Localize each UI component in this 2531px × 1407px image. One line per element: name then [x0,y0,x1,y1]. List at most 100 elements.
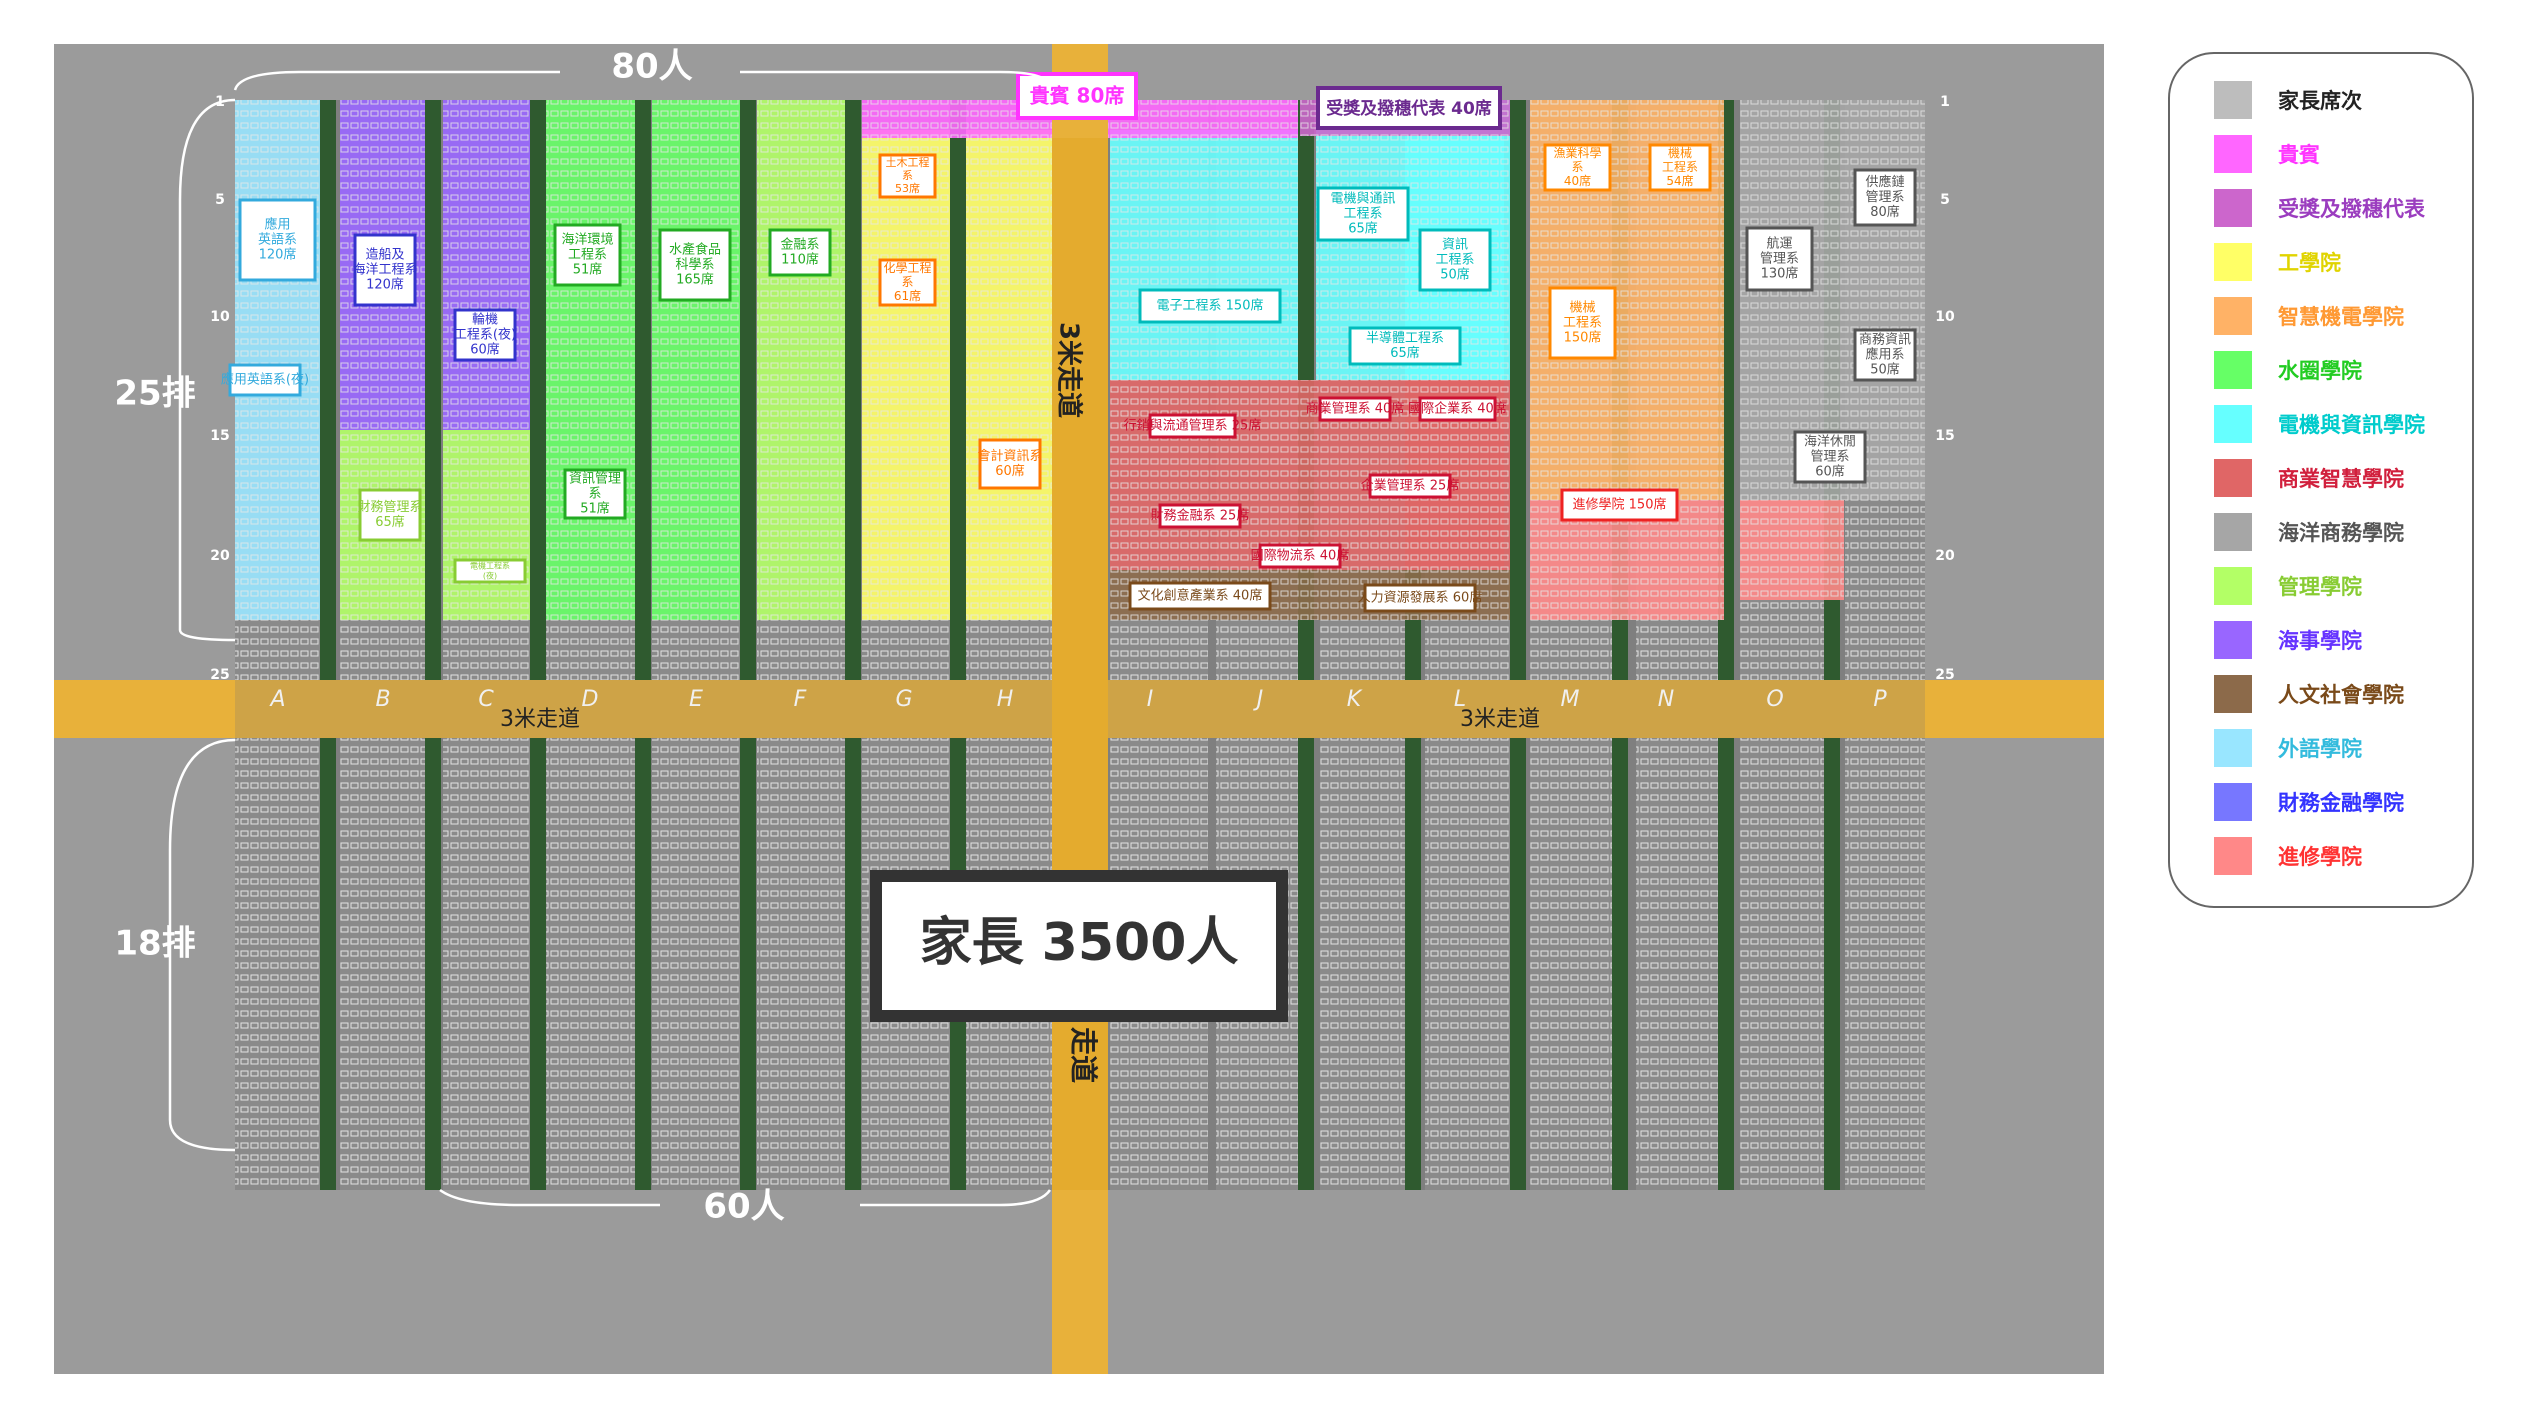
upper-rows-label: 25排 [114,374,195,414]
svg-text:航運: 航運 [1766,236,1792,252]
legend-item: 智慧機電學院 [2214,296,2404,336]
legend-item: 海洋商務學院 [2214,512,2404,552]
svg-text:53席: 53席 [895,181,920,195]
region-hydrosphere-a-seats [546,100,635,620]
column-letter: N [1658,687,1674,712]
bracket-lower-rows [168,738,236,1152]
legend-swatch [2214,567,2252,605]
svg-text:管理系: 管理系 [1760,252,1799,267]
legend-item: 水圈學院 [2214,350,2362,390]
legend-item: 外語學院 [2214,728,2362,768]
column-letter: H [997,687,1014,712]
svg-text:管理系: 管理系 [1810,450,1849,465]
legend-item: 受獎及撥穗代表 [2214,188,2425,228]
legend-swatch [2214,729,2252,767]
legend-item: 貴賓 [2214,134,2320,174]
svg-text:會計資訊系: 會計資訊系 [977,448,1042,464]
row-number-right: 5 [1940,192,1950,208]
svg-text:土木工程: 土木工程 [886,156,930,169]
svg-text:工程系: 工程系 [568,248,607,263]
svg-text:(夜): (夜) [483,571,497,581]
parents-banner: 家長 3500人 [870,870,1288,1022]
svg-text:資訊管理: 資訊管理 [569,472,621,487]
legend-label: 水圈學院 [2278,359,2362,383]
legend-item: 工學院 [2214,242,2341,282]
column-letter: I [1147,687,1154,712]
legend-item: 海事學院 [2214,620,2362,660]
column-separator [320,100,336,1190]
legend-item: 管理學院 [2214,566,2362,606]
row-number-left: 5 [215,192,225,208]
bracket-bottom-left [439,1188,660,1207]
svg-text:系: 系 [588,487,601,502]
aisle-label-right: 3米走道 [1460,707,1540,732]
legend-swatch [2214,621,2252,659]
svg-text:40席: 40席 [1564,173,1591,188]
column-separator [1298,100,1314,1190]
svg-text:51席: 51席 [580,501,610,517]
row-number-right: 10 [1935,309,1955,325]
svg-text:系: 系 [901,275,913,289]
bracket-top-left [233,70,560,91]
svg-text:系: 系 [1571,160,1583,174]
svg-text:120席: 120席 [259,247,297,263]
svg-text:供應鏈: 供應鏈 [1865,174,1904,190]
column-letter: L [1454,687,1466,712]
svg-text:150席: 150席 [1564,330,1602,346]
column-separator [1510,100,1526,1190]
svg-text:管理系: 管理系 [1865,190,1904,205]
region-engineering-b-seats [966,130,1052,620]
svg-text:65席: 65席 [375,514,405,530]
svg-text:企業管理系 25席: 企業管理系 25席 [1361,478,1460,494]
legend-swatch [2214,243,2252,281]
award-box: 受獎及撥穗代表 40席 [1316,86,1502,130]
svg-text:60席: 60席 [1815,464,1845,480]
svg-text:輪機: 輪機 [472,312,498,328]
column-separator [425,100,441,1190]
svg-text:65席: 65席 [1348,221,1378,237]
legend-swatch [2214,405,2252,443]
department-label: 企業管理系 25席 [1361,473,1460,499]
legend-label: 智慧機電學院 [2278,305,2404,329]
column-separator [845,100,861,1190]
legend-label: 人文社會學院 [2278,683,2404,707]
row-number-right: 15 [1935,428,1954,444]
column-letter: C [478,687,494,712]
svg-text:60席: 60席 [995,463,1025,479]
svg-text:進修學院 150席: 進修學院 150席 [1573,497,1667,513]
bracket-upper-rows [178,98,236,642]
column-letter: F [794,687,807,712]
row-number-left: 25 [210,667,229,683]
department-label: 進修學院 150席 [1560,488,1679,522]
svg-text:工程系: 工程系 [1435,253,1474,268]
row-number-right: 20 [1935,548,1955,564]
department-label: 電機工程系(夜) [453,558,527,584]
region-maritime-b-seats [443,100,530,430]
legend-item: 家長席次 [2214,80,2362,120]
svg-text:機械: 機械 [1668,145,1692,160]
svg-text:工程系: 工程系 [1343,207,1382,222]
column-letter: A [268,687,285,712]
row-number-right: 1 [1940,94,1950,110]
svg-text:機械: 機械 [1569,301,1595,316]
column-separator [530,100,546,1190]
column-letter: B [375,687,390,712]
legend: 家長席次貴賓受獎及撥穗代表工學院智慧機電學院水圈學院電機與資訊學院商業智慧學院海… [2168,52,2474,908]
column-letter: K [1347,687,1363,712]
department-label: 文化創意產業系 40席 [1128,581,1272,611]
svg-text:61席: 61席 [894,288,921,303]
lower-rows-label: 18排 [114,924,195,964]
region-foreign-languages-seats [235,100,320,620]
legend-label: 海事學院 [2278,629,2362,653]
department-label: 應用英語系(夜) [221,363,309,397]
svg-text:應用英語系(夜): 應用英語系(夜) [221,372,309,388]
top-capacity-label: 80人 [611,47,692,87]
